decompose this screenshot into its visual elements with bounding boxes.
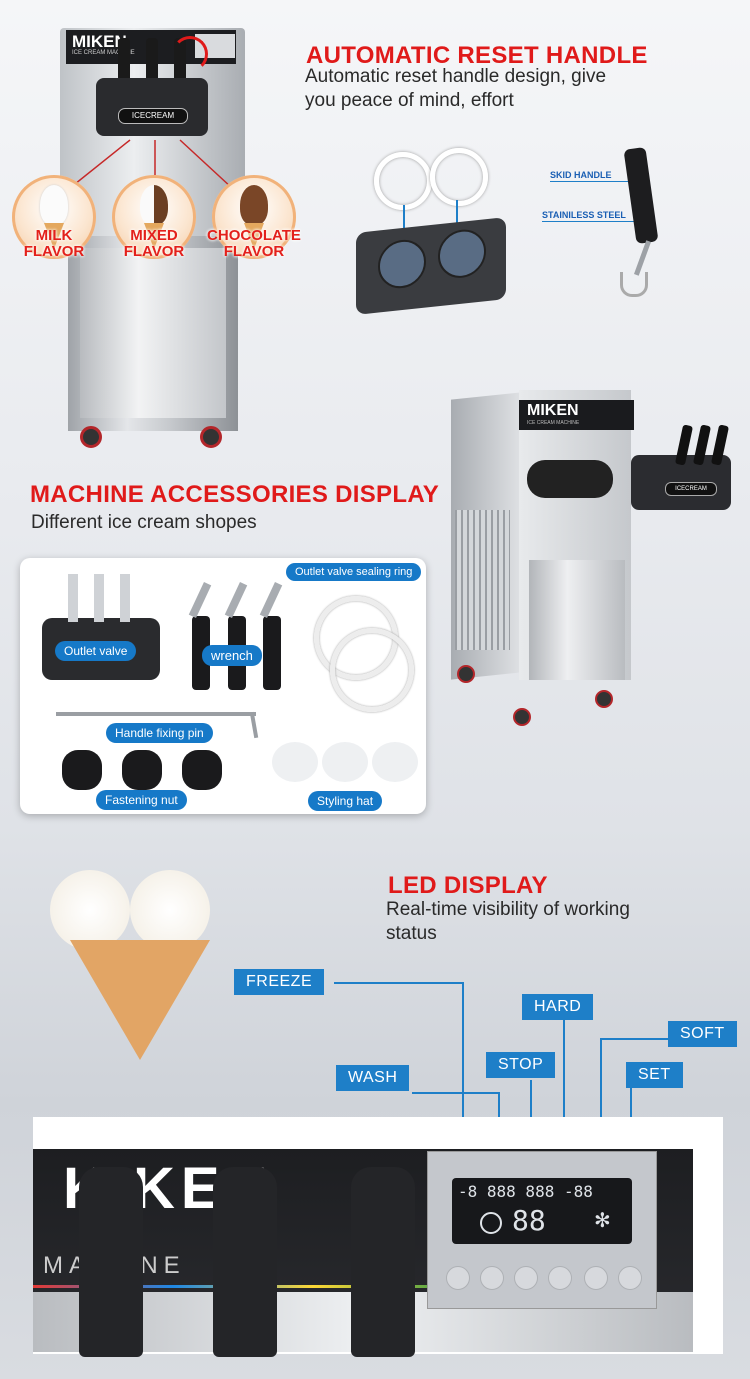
hard-label: HARD <box>522 994 594 1020</box>
panel-handle[interactable] <box>351 1167 415 1357</box>
side-icecream-badge: ICECREAM <box>665 482 717 496</box>
outlet-valve-label: Outlet valve <box>55 641 137 661</box>
led-readout-1: -8 888 888 -88 <box>458 1182 593 1201</box>
accessories-desc: Different ice cream shopes <box>31 512 257 533</box>
valve-housing <box>356 217 506 315</box>
handle-1[interactable] <box>118 38 130 90</box>
wheel <box>80 426 102 448</box>
sealing-ring <box>430 148 488 206</box>
accessories-card: Outlet valve wrench Outlet valve sealing… <box>20 558 426 814</box>
soft-button[interactable] <box>584 1266 608 1290</box>
led-desc-2: status <box>386 923 437 944</box>
wash-label: WASH <box>336 1065 410 1091</box>
reset-desc-1: Automatic reset handle design, give <box>305 66 607 87</box>
stainless-steel-tag: STAINILESS STEEL <box>542 210 626 220</box>
accessories-title: MACHINE ACCESSORIES DISPLAY <box>30 481 440 508</box>
fastening-nut-label: Fastening nut <box>96 790 187 810</box>
sealing-ring-label: Outlet valve sealing ring <box>286 563 422 581</box>
side-brand: MIKEN <box>527 402 579 419</box>
led-readout-2: 88 <box>512 1204 546 1237</box>
freeze-button[interactable] <box>446 1266 470 1290</box>
reset-arrow-icon <box>172 36 208 72</box>
panel-handle[interactable] <box>79 1167 143 1357</box>
valve-block <box>96 78 208 136</box>
fixing-pin-label: Handle fixing pin <box>106 723 213 743</box>
reset-title: AUTOMATIC RESET HANDLE <box>306 42 648 69</box>
skid-handle-tag: SKID HANDLE <box>550 170 612 180</box>
side-subtitle: ICE CREAM MACHINE <box>527 420 580 426</box>
milk-flavor-image <box>12 175 96 259</box>
wheel <box>457 665 475 683</box>
led-title: LED DISPLAY <box>388 872 548 899</box>
hard-button[interactable] <box>548 1266 572 1290</box>
fan-icon <box>480 1212 502 1234</box>
chocolate-flavor-image <box>212 175 296 259</box>
wrench-label: wrench <box>202 645 262 666</box>
styling-hat-image <box>272 742 318 782</box>
led-screen: -8 888 888 -88 88 ✻ <box>452 1178 632 1244</box>
set-button[interactable] <box>618 1266 642 1290</box>
brand-subtitle: ICE CREAM MACHINE <box>72 50 135 56</box>
fixing-pin-image <box>56 712 256 716</box>
led-desc-1: Real-time visibility of working <box>386 899 630 920</box>
stop-label: STOP <box>486 1052 556 1078</box>
reset-desc-2: you peace of mind, effort <box>305 90 514 111</box>
styling-hat-label: Styling hat <box>308 791 383 811</box>
control-panel: KIKEN MA INE -8 888 888 -88 88 ✻ <box>33 1117 723 1357</box>
machine-side: MIKEN ICE CREAM MACHINE ICECREAM <box>447 390 750 726</box>
wheel <box>513 708 531 726</box>
wrench-image <box>192 616 210 690</box>
machine-front: MIKEN ICE CREAM MACHINE ICECREAM <box>60 28 245 448</box>
skid-handle-image <box>623 146 659 245</box>
fastening-nut-image <box>62 750 102 790</box>
wheel <box>200 426 222 448</box>
sealing-ring <box>374 152 432 210</box>
icecream-badge: ICECREAM <box>118 108 188 124</box>
led-panel: -8 888 888 -88 88 ✻ <box>427 1151 657 1309</box>
panel-handle[interactable] <box>213 1167 277 1357</box>
stop-button[interactable] <box>514 1266 538 1290</box>
handle-2[interactable] <box>146 38 158 90</box>
freeze-label: FREEZE <box>234 969 325 995</box>
ice-cream-cones <box>40 860 240 1070</box>
soft-label: SOFT <box>668 1021 737 1047</box>
wheel <box>595 690 613 708</box>
set-label: SET <box>626 1062 683 1088</box>
wash-button[interactable] <box>480 1266 504 1290</box>
snowflake-icon: ✻ <box>594 1210 611 1232</box>
mixed-flavor-image <box>112 175 196 259</box>
brand-logo: MIKEN <box>72 32 127 51</box>
